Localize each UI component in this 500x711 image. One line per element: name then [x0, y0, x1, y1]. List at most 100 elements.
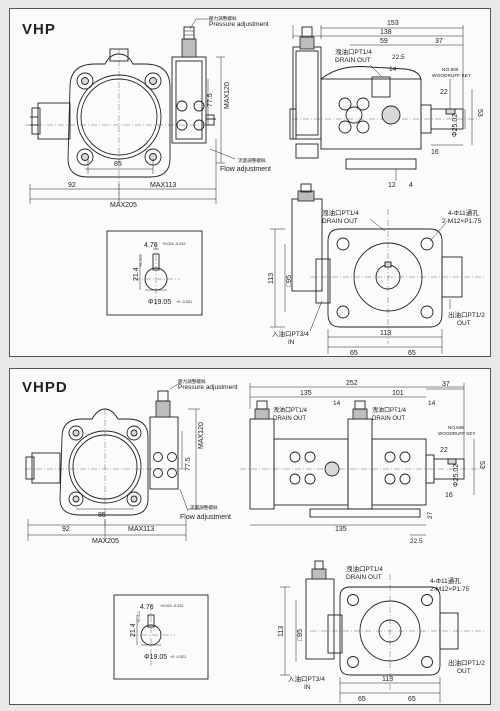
dimension-label: OUT	[457, 320, 471, 327]
front-view: 壓力調整螺絲 Pressure adjustment MAX120 77.5 8…	[25, 15, 271, 209]
dimension-label: MAX120	[198, 422, 205, 449]
dimension-label: 92	[62, 526, 70, 533]
dimension-label: MAX113	[128, 526, 154, 533]
dimension-label: +0.024 -0.012	[160, 604, 184, 608]
dimension-label: +0 -0.021	[170, 655, 186, 659]
dimension-label: 92	[68, 182, 76, 189]
dimension-label: 16	[445, 492, 453, 499]
dimension-label: IN	[304, 684, 311, 691]
dimension-label: WOODRUFF KEY	[432, 73, 472, 79]
dimension-label: 出油口PT1/2	[448, 658, 485, 667]
side-view: 153 138 59 37 洩油口PT1/4 DRAIN OUT 22.5 14…	[289, 20, 483, 189]
dimension-label: 洩油口PT1/4	[346, 564, 383, 573]
dimension-label: 2-M12×P1.75	[442, 218, 482, 225]
panel-title: VHPD	[22, 379, 68, 396]
dimension-label: 14	[389, 66, 397, 73]
dimension-label: 入油口PT3/4	[272, 329, 309, 338]
dimension-label: MAX113	[150, 182, 176, 189]
dimension-label: DRAIN OUT	[335, 57, 371, 64]
dimension-label: DRAIN OUT	[273, 416, 306, 422]
dimension-label: 113	[268, 273, 275, 284]
dimension-label: 流量調整螺絲	[190, 504, 218, 511]
dimension-label: 16	[431, 149, 439, 156]
dimension-label: 22.5	[392, 54, 405, 61]
dimension-label: 85	[98, 512, 106, 519]
dimension-label: 27	[427, 511, 434, 519]
dimension-label: 出油口PT1/2	[448, 310, 485, 319]
dimension-label: 59	[380, 38, 388, 45]
dimension-label: 4.76	[144, 242, 158, 249]
dimension-label: 101	[392, 390, 404, 397]
dimension-label: 65	[350, 350, 358, 357]
dimension-label: 壓力調整螺絲	[209, 15, 237, 22]
vhp-drawing: 壓力調整螺絲 Pressure adjustment MAX120 77.5 8…	[25, 15, 485, 357]
dimension-label: Φ19.05	[144, 654, 167, 661]
vhp-panel: VHP	[9, 8, 491, 357]
dimension-label: 14	[333, 400, 341, 407]
dimension-label: 12	[388, 182, 396, 189]
dimension-label: 113	[380, 330, 391, 337]
dimension-label: Φ25.02	[452, 114, 459, 137]
dimension-label: MAX120	[224, 82, 231, 109]
dimension-label: +0 -0.1	[137, 611, 141, 623]
dimension-label: 53	[478, 461, 485, 469]
panel-title: VHP	[22, 21, 56, 38]
dimension-label: Flow adjustment	[220, 166, 271, 173]
dimension-label: 22.5	[410, 538, 423, 545]
dimension-label: IN	[288, 339, 295, 346]
dimension-label: 135	[335, 526, 347, 533]
key-detail: 4.76 +0.024 -0.012 21.4 +0 -0.1 Φ19.05 +…	[106, 230, 203, 316]
vhpd-drawing: 壓力調整螺絲 Pressure adjustment Pressure adju…	[25, 378, 485, 703]
dimension-label: 85	[114, 161, 122, 168]
dimension-label: 4-Φ11通孔	[430, 576, 461, 585]
dimension-label: 洩油口PT1/4	[335, 47, 372, 56]
dimension-label: Pressure adjustment	[209, 21, 269, 28]
dimension-label: WOODRUFF KEY	[438, 431, 476, 436]
dimension-label: 壓力調整螺絲	[178, 378, 206, 385]
dimension-label: 77.5	[207, 93, 214, 107]
dimension-label: Φ25.02	[453, 464, 460, 487]
front-view: 壓力調整螺絲 Pressure adjustment Pressure adju…	[25, 378, 238, 545]
dimension-label: +0.024 -0.012	[162, 242, 186, 246]
dimension-label: NO.606	[442, 67, 459, 73]
dimension-label: 4.76	[140, 604, 154, 611]
dimension-label: DRAIN OUT	[372, 416, 405, 422]
dimension-label: 4	[409, 182, 413, 189]
dimension-label: 77.5	[185, 457, 192, 471]
dimension-label: 135	[300, 390, 312, 397]
dimension-label: 22	[440, 89, 448, 96]
side-view: 252 135 101 37 洩油口PT1/4 DRAIN OUT 洩油口PT1…	[240, 380, 485, 545]
dimension-label: 37	[442, 381, 450, 388]
dimension-label: □95	[286, 275, 293, 287]
dimension-label: Pressure adjustment	[178, 384, 238, 391]
dimension-label: 65	[408, 350, 416, 357]
dimension-label: 37	[435, 38, 443, 45]
dimension-label: 138	[380, 29, 392, 36]
dimension-label: 入油口PT3/4	[288, 674, 325, 683]
key-detail: 4.76 +0.024 -0.012 21.4 +0 -0.1 Φ19.05 +…	[113, 594, 209, 680]
dimension-label: MAX205	[92, 538, 119, 545]
dimension-label: 113	[278, 626, 285, 637]
dimension-label: 洩油口PT1/4	[372, 406, 407, 414]
dimension-label: +0 -0.1	[139, 255, 143, 267]
dimension-label: 65	[408, 696, 416, 703]
dimension-label: 流量調整螺絲	[238, 157, 266, 164]
dimension-label: 252	[346, 380, 358, 387]
dimension-label: NO.606	[448, 425, 464, 430]
dimension-label: 153	[387, 20, 399, 27]
dimension-label: MAX205	[110, 202, 137, 209]
dimension-label: 22	[440, 447, 448, 454]
dimension-label: 21.4	[130, 623, 137, 637]
dimension-label: 洩油口PT1/4	[273, 406, 308, 414]
dimension-label: 洩油口PT1/4	[322, 208, 359, 217]
dimension-label: Φ19.05	[148, 299, 171, 306]
dimension-label: OUT	[457, 668, 471, 675]
dimension-label: Flow adjustment	[180, 514, 231, 521]
rear-view: 洩油口PT1/4 DRAIN OUT 4-Φ11通孔 2-M12×P1.75 1…	[268, 183, 485, 357]
vhpd-panel: VHPD 壓力調整螺絲 Pressure adjustment Pressure…	[9, 368, 491, 705]
dimension-label: DRAIN OUT	[322, 218, 358, 225]
dimension-label: 113	[382, 676, 393, 683]
rear-view: 洩油口PT1/4 DRAIN OUT 4-Φ11通孔 2-M12×P1.75 1…	[278, 560, 485, 703]
dimension-label: 65	[358, 696, 366, 703]
dimension-label: □95	[297, 629, 304, 641]
